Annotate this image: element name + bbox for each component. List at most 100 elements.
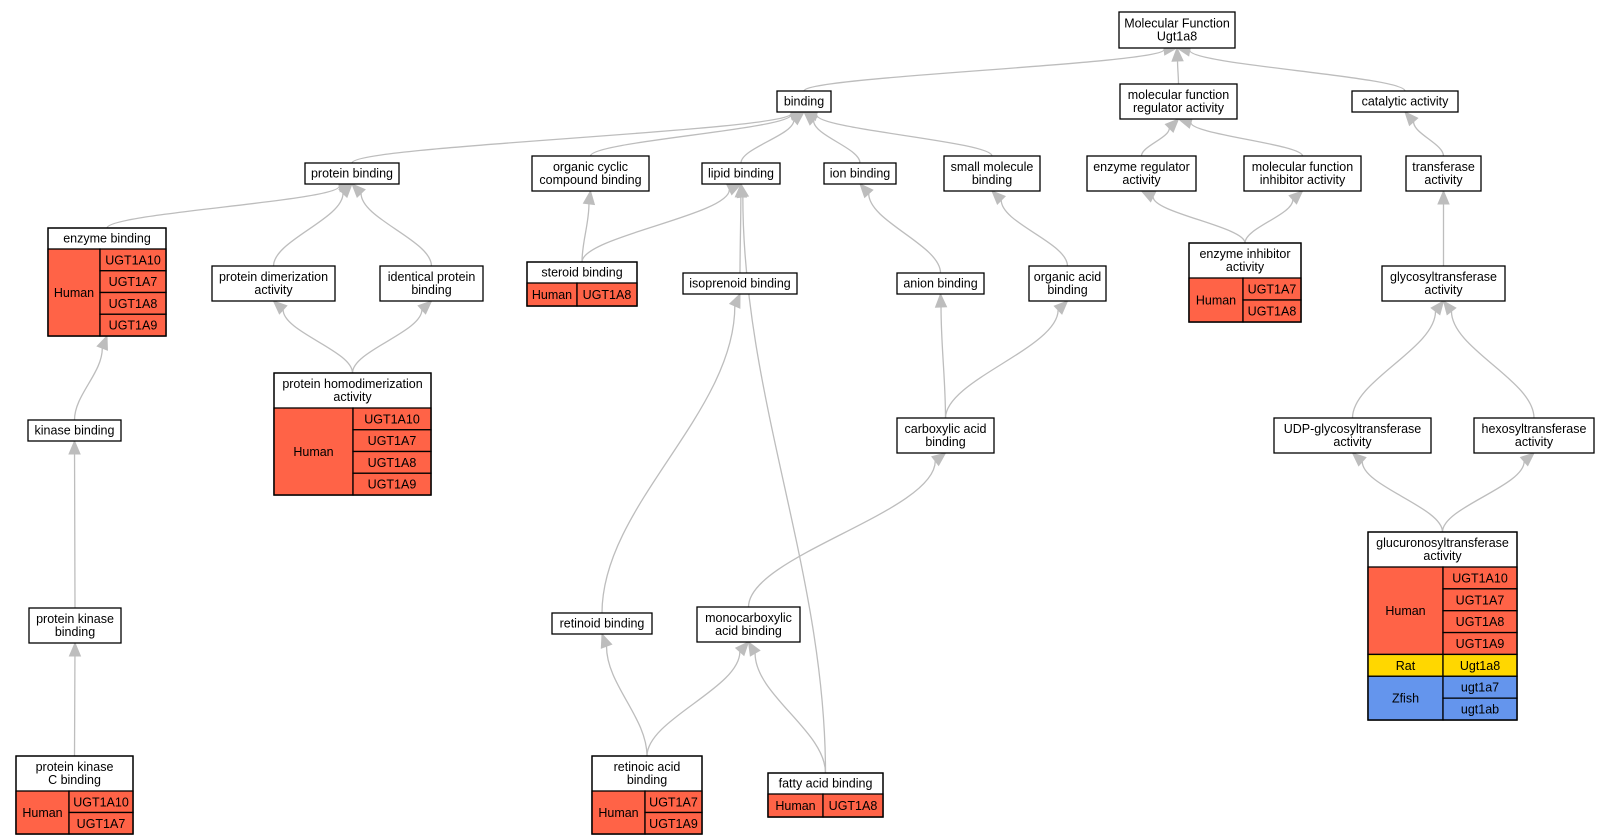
edge-line (360, 193, 433, 267)
arrowhead (68, 641, 82, 657)
term-box (27, 419, 122, 442)
term-box (696, 606, 801, 643)
edge-line (1450, 311, 1535, 419)
term-label-line: enzyme inhibitor (1199, 247, 1290, 261)
edge-small_molecule-to-binding (802, 108, 993, 157)
term-box-outline (1188, 242, 1302, 323)
term-label-line: activity (254, 283, 293, 297)
edge-mfra-to-mf (1171, 46, 1184, 85)
edge-line (944, 309, 1059, 419)
go-term-enzyme-inhibitor: enzyme inhibitoractivityHumanUGT1A7UGT1A… (1188, 242, 1302, 323)
arrowhead (417, 300, 433, 315)
arrowhead (1171, 46, 1184, 62)
term-label-line: identical protein (388, 270, 476, 284)
arrowhead (728, 292, 741, 309)
arrowhead (1288, 190, 1304, 205)
edge-line (1361, 461, 1444, 533)
arrowhead (600, 632, 613, 649)
go-term-ion-binding: ion binding (823, 162, 897, 185)
edge-udp_glycosyltransferase-to-glycosyltransferase (1351, 299, 1445, 419)
gene-label: UGT1A9 (109, 319, 158, 333)
edge-protein_kinase_binding-to-kinase_binding (68, 439, 81, 609)
edge-line (1189, 49, 1406, 92)
edge-retinoid_binding-to-isoprenoid_binding (601, 292, 741, 614)
term-box-outline (767, 772, 884, 818)
species-label: Human (532, 288, 572, 302)
term-box (28, 607, 122, 644)
term-label-line: activity (1424, 173, 1463, 187)
arrowhead (96, 334, 108, 351)
edge-line (812, 120, 861, 164)
term-box (823, 162, 897, 185)
gene-label: UGT1A7 (109, 275, 158, 289)
term-label-line: activity (1515, 435, 1554, 449)
term-box (1243, 155, 1362, 192)
species-label: Human (293, 445, 333, 459)
arrowhead (68, 439, 81, 455)
term-box (379, 265, 484, 302)
gene-label: UGT1A10 (105, 253, 161, 267)
gene-label: UGT1A7 (1248, 283, 1297, 297)
term-box (1119, 83, 1238, 120)
arrowhead (1519, 452, 1535, 467)
term-label-line: protein kinase (36, 760, 114, 774)
term-label-line: inhibitor activity (1260, 173, 1346, 187)
species-cell-human (1367, 566, 1444, 656)
term-label-line: binding (1047, 283, 1087, 297)
edge-kinase_binding-to-enzyme_binding (73, 334, 108, 421)
edge-enzyme_inhibitor-to-mf_inhibitor (1244, 190, 1304, 244)
edge-line (1412, 121, 1445, 157)
term-label-line: small molecule (951, 160, 1034, 174)
edge-mf_inhibitor-to-mfra (1177, 116, 1304, 157)
edge-line (1441, 461, 1525, 533)
term-label-line: monocarboxylic (705, 611, 792, 625)
edge-line (1140, 128, 1170, 157)
edge-line (351, 309, 423, 374)
term-box (701, 162, 781, 185)
arrowhead (1351, 452, 1367, 467)
species-label: Human (1196, 294, 1236, 308)
term-box-outline (15, 755, 134, 835)
edge-enzyme_binding-to-protein_binding (106, 180, 354, 229)
term-box (1273, 417, 1432, 454)
edge-line (1176, 60, 1180, 85)
term-label-line: Ugt1a8 (1157, 30, 1197, 44)
term-box (682, 272, 798, 295)
gene-label: ugt1a7 (1461, 681, 1499, 695)
edge-line (73, 348, 103, 421)
edge-line (106, 185, 340, 229)
edge-line (351, 112, 792, 164)
term-label-line: protein kinase (36, 612, 114, 626)
arrowhead (859, 183, 874, 199)
term-label-line: protein dimerization (219, 270, 328, 284)
edge-organic_acid-to-small_molecule (991, 190, 1069, 267)
edge-line (754, 653, 827, 774)
edge-line (601, 305, 736, 614)
gene-label: UGT1A7 (368, 434, 417, 448)
arrowhead (1164, 118, 1180, 133)
edge-enzyme_regulator-to-mfra (1140, 118, 1180, 157)
term-label-line: fatty acid binding (779, 777, 873, 791)
arrowhead (991, 190, 1006, 205)
edge-organic_cyclic-to-binding (589, 108, 806, 157)
term-box (1086, 155, 1197, 192)
edge-line (581, 203, 590, 263)
term-label-line: Molecular Function (1124, 17, 1230, 31)
edge-carboxylic_acid-to-organic_acid (944, 300, 1069, 419)
edge-transferase-to-catalytic (1404, 111, 1445, 157)
go-term-lipid-binding: lipid binding (701, 162, 781, 185)
term-box-outline (273, 372, 432, 496)
term-label-line: catalytic activity (1362, 95, 1450, 109)
term-label-line: retinoid binding (560, 617, 645, 631)
term-box (551, 612, 653, 635)
